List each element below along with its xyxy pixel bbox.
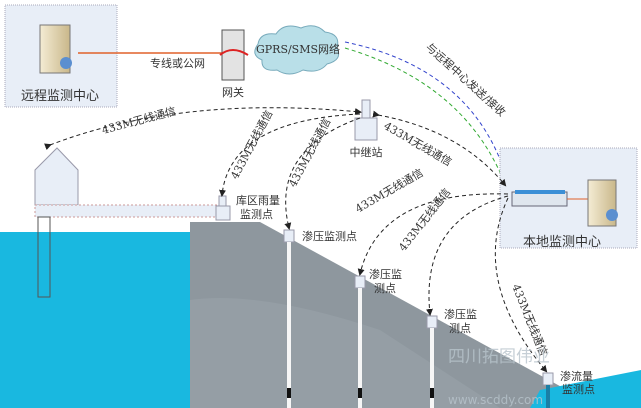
rain-gauge-icon — [218, 195, 227, 207]
local-center-label: 本地监测中心 — [523, 235, 601, 250]
seepage-label: 渗压监测点 — [302, 229, 357, 243]
wireless-label: 433M无线通信 — [395, 185, 453, 254]
wireless-arc-seepage2 — [357, 193, 509, 276]
watermark-url: www.scddy.com — [448, 393, 543, 407]
svg-text:监测点: 监测点 — [562, 383, 595, 396]
local-center-panel: 本地监测中心 — [499, 147, 638, 250]
link-label: 专线或公网 — [150, 56, 205, 70]
seepage-point-3: 渗压监 — [426, 307, 477, 408]
wireless-arc-rain — [219, 113, 361, 197]
wireless-label: 433M无线通信 — [285, 115, 333, 189]
gateway-icon — [219, 29, 249, 81]
remote-center-panel: 远程监测中心 — [4, 4, 118, 108]
seepage-label-3b: 测点 — [449, 322, 471, 335]
gprs-cloud-icon — [254, 25, 340, 75]
svg-text:渗流量: 渗流量 — [560, 369, 593, 383]
gateway-label: 网关 — [222, 85, 244, 99]
wireless-arc-relay-local — [372, 110, 507, 187]
seepage-point-2: 渗压监 — [354, 267, 402, 408]
seepage-point-1: 渗压监测点 — [283, 229, 357, 408]
relay-station-icon — [354, 99, 378, 141]
wireless-arc-flow — [494, 197, 548, 373]
wireless-arc-seepage1 — [284, 117, 361, 230]
downstream-water — [530, 370, 641, 408]
relay-label: 中继站 — [350, 145, 383, 159]
rain-station-label-1: 库区雨量 — [236, 194, 280, 207]
wireless-label: 433M无线通信 — [100, 104, 177, 137]
svg-text:渗压监: 渗压监 — [444, 307, 477, 321]
base-station-icon — [511, 191, 568, 207]
flow-point: 渗流量 监测点 — [542, 369, 595, 408]
rain-station-label-2: 监测点 — [240, 208, 273, 221]
remote-center-label: 远程监测中心 — [21, 89, 99, 104]
seepage-label-2b: 测点 — [374, 282, 396, 295]
wireless-arc-house — [44, 107, 362, 151]
network-label: GPRS/SMS网络 — [256, 42, 340, 56]
house-station-icon — [34, 147, 226, 298]
user-icon — [606, 209, 618, 221]
wireless-label: 433M无线通信 — [382, 118, 455, 168]
wireless-label: 433M无线通信 — [227, 107, 275, 181]
watermark-text: 四川拓图伟业 — [448, 347, 550, 367]
user-icon — [60, 57, 72, 69]
wireless-arc-seepage3 — [425, 195, 509, 316]
svg-text:渗压监: 渗压监 — [369, 267, 402, 281]
